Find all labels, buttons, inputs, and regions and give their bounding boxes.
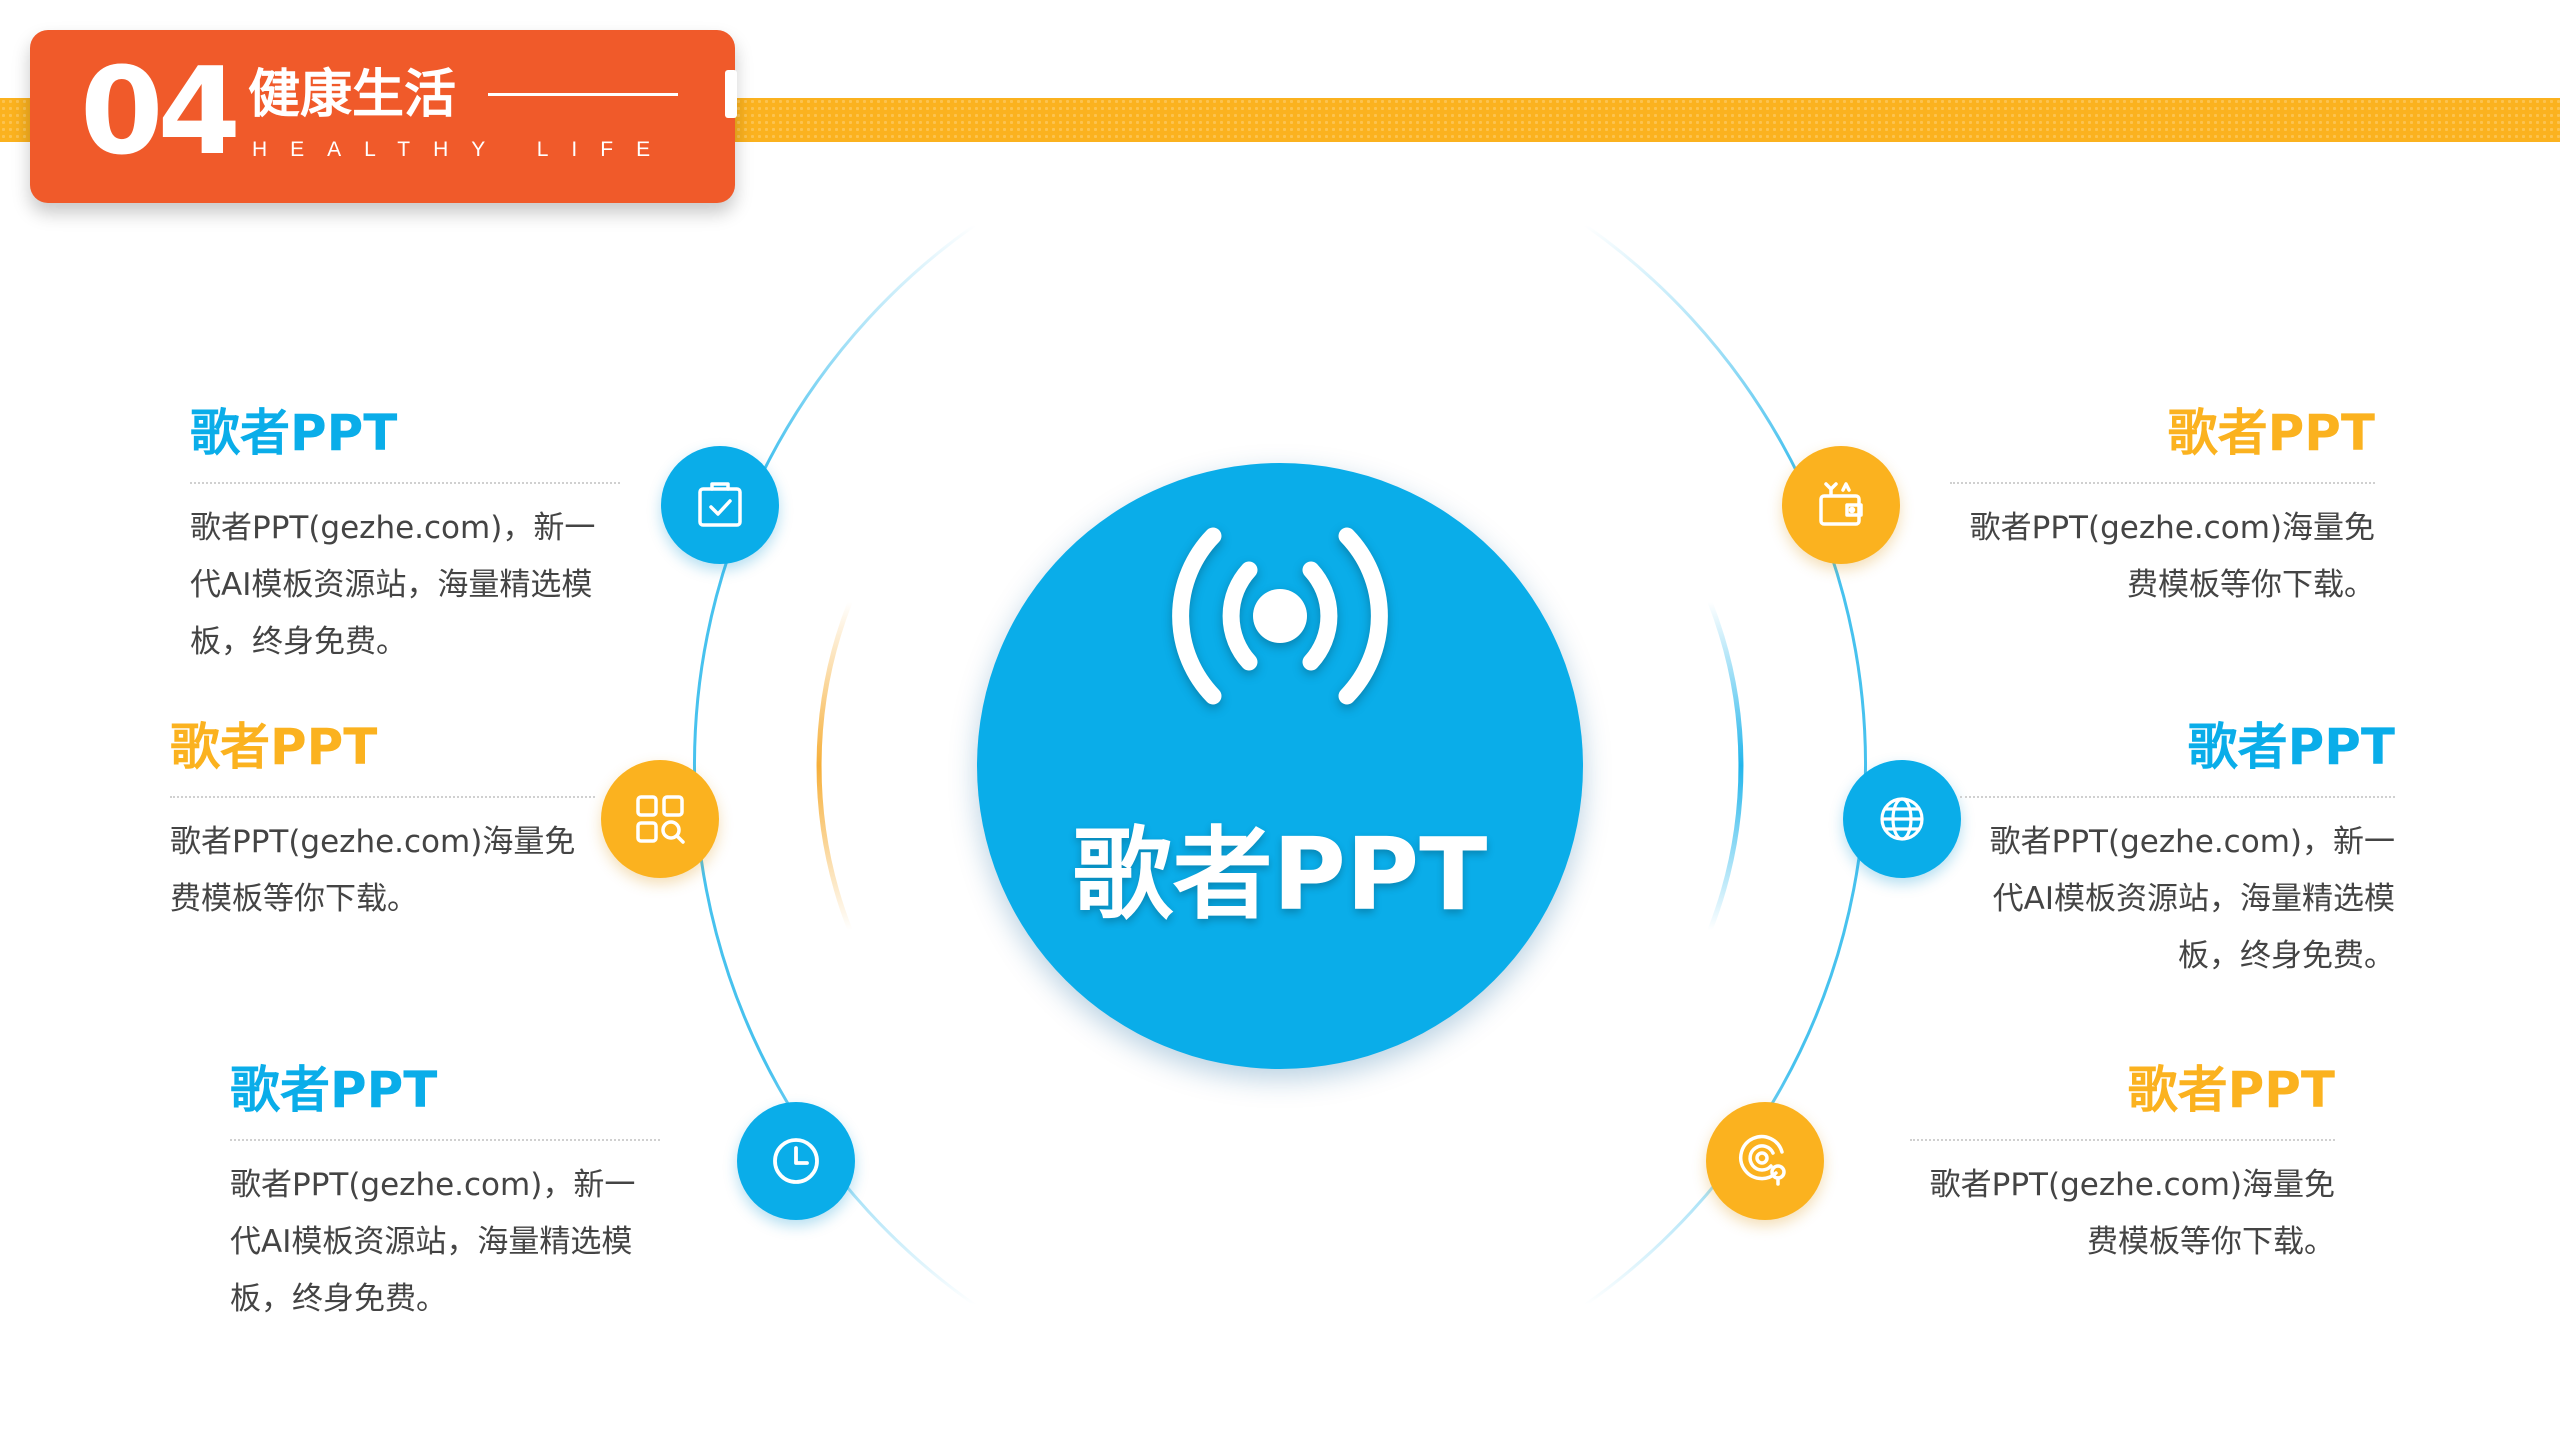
- item-title: 歌者PPT: [190, 404, 398, 462]
- item-desc: 歌者PPT(gezhe.com)海量免费模板等你下载。: [1929, 1167, 2335, 1260]
- item-divider: [1950, 482, 2375, 484]
- item-divider: [1910, 1139, 2335, 1141]
- item-bottom-right: 歌者PPT 歌者PPT(gezhe.com)海量免费模板等你下载。: [1910, 1057, 2335, 1271]
- node-grid-search[interactable]: [601, 760, 719, 878]
- globe-icon: [1880, 797, 1924, 841]
- section-title: 健康生活: [248, 65, 457, 125]
- item-title: 歌者PPT: [2167, 404, 2375, 462]
- item-desc: 歌者PPT(gezhe.com)，新一代AI模板资源站，海量精选模板，终身免费。: [230, 1167, 636, 1317]
- item-divider: [1960, 796, 2395, 798]
- target-pin-icon: [1739, 1134, 1786, 1186]
- node-target[interactable]: [1706, 1102, 1824, 1220]
- item-mid-right: 歌者PPT 歌者PPT(gezhe.com)，新一代AI模板资源站，海量精选模板…: [1960, 714, 2395, 985]
- badge-tab: [725, 70, 737, 118]
- node-clipboard[interactable]: [661, 446, 779, 564]
- section-subtitle: HEALTHY LIFE: [252, 138, 674, 161]
- item-title: 歌者PPT: [2127, 1061, 2335, 1119]
- center-label: 歌者PPT: [1072, 816, 1488, 933]
- item-divider: [170, 796, 595, 798]
- node-globe[interactable]: [1843, 760, 1961, 878]
- inner-arc-left: [816, 601, 853, 931]
- wallet-icon: [1819, 482, 1863, 526]
- item-divider: [230, 1139, 660, 1141]
- item-bottom-left: 歌者PPT 歌者PPT(gezhe.com)，新一代AI模板资源站，海量精选模板…: [230, 1057, 660, 1328]
- node-clock[interactable]: [737, 1102, 855, 1220]
- item-desc: 歌者PPT(gezhe.com)，新一代AI模板资源站，海量精选模板，终身免费。: [190, 510, 596, 660]
- center-circle: [977, 463, 1583, 1069]
- item-title: 歌者PPT: [170, 718, 378, 776]
- section-number: 04: [80, 43, 241, 182]
- item-divider: [190, 482, 620, 484]
- item-desc: 歌者PPT(gezhe.com)海量免费模板等你下载。: [1969, 510, 2375, 603]
- clipboard-check-icon: [698, 482, 742, 527]
- item-desc: 歌者PPT(gezhe.com)海量免费模板等你下载。: [170, 824, 576, 917]
- item-title: 歌者PPT: [2187, 718, 2395, 776]
- node-wallet[interactable]: [1782, 446, 1900, 564]
- item-top-left: 歌者PPT 歌者PPT(gezhe.com)，新一代AI模板资源站，海量精选模板…: [190, 400, 620, 671]
- section-badge: 04 健康生活 HEALTHY LIFE: [30, 30, 737, 203]
- broadcast-signal-icon: [1172, 527, 1388, 705]
- item-title: 歌者PPT: [230, 1061, 438, 1119]
- item-top-right: 歌者PPT 歌者PPT(gezhe.com)海量免费模板等你下载。: [1950, 400, 2375, 614]
- title-divider: [488, 93, 678, 96]
- clock-icon: [773, 1138, 819, 1184]
- item-mid-left: 歌者PPT 歌者PPT(gezhe.com)海量免费模板等你下载。: [170, 714, 595, 928]
- item-desc: 歌者PPT(gezhe.com)，新一代AI模板资源站，海量精选模板，终身免费。: [1989, 824, 2395, 974]
- grid-search-icon: [636, 795, 685, 844]
- inner-arc-right: [1707, 601, 1744, 931]
